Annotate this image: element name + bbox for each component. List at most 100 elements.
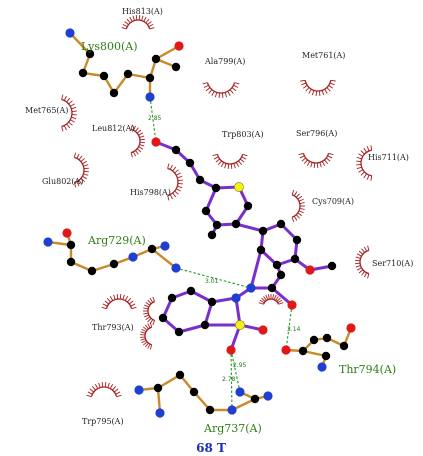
arc-spoke [272, 294, 275, 300]
arc-spoke [145, 324, 149, 330]
atom-c [123, 69, 133, 79]
arc-spoke [328, 152, 334, 156]
arc-spoke [130, 124, 133, 130]
arc-spoke [310, 162, 313, 168]
hbond-residue-label: Lys800(A) [81, 40, 138, 53]
arc-spoke [128, 300, 134, 305]
arc-spoke [135, 127, 139, 132]
arc-spoke [231, 87, 237, 92]
arc-spoke [293, 215, 298, 221]
arc-spoke [208, 89, 213, 94]
arc-spoke [215, 158, 221, 163]
atom-c [250, 394, 260, 404]
hbond-line [230, 349, 233, 411]
atom-c [231, 219, 241, 229]
atom-c [66, 240, 76, 250]
atom-c [147, 244, 157, 254]
arc-spoke [370, 175, 373, 181]
arc-spoke [141, 328, 147, 333]
arc-glu802 [73, 152, 89, 188]
atom-c [78, 68, 88, 78]
arc-spoke [356, 267, 362, 271]
arc-spoke [298, 152, 304, 156]
atom-c [171, 145, 181, 155]
arc-spoke [172, 166, 177, 172]
arc-spoke [145, 342, 149, 348]
arc-ala799 [202, 82, 240, 98]
arc-spoke [233, 84, 239, 88]
arc-spoke [177, 179, 183, 182]
arc-spoke [132, 125, 136, 131]
atom-n [246, 283, 256, 293]
arc-spoke [61, 126, 64, 132]
bond [234, 222, 265, 233]
atom-c [66, 257, 76, 267]
arc-spoke [149, 322, 153, 328]
atom-c [109, 259, 119, 269]
arc-spoke [101, 306, 107, 310]
hydrophobic-residue-label: Met765(A) [25, 106, 68, 115]
arc-spoke [326, 87, 331, 92]
arc [90, 386, 118, 397]
arc-spoke [176, 188, 181, 192]
atom-c [339, 341, 349, 351]
arc-spoke [263, 296, 267, 301]
arc-spoke [140, 338, 146, 341]
arc-spoke [138, 132, 144, 136]
atom-c [201, 206, 211, 216]
arc-spoke [327, 155, 333, 159]
arc-spoke [152, 296, 156, 302]
arc-spoke [139, 135, 145, 138]
bond [68, 31, 92, 56]
arc-spoke [227, 91, 231, 96]
arc-spoke [63, 95, 67, 101]
arc-spoke [364, 246, 368, 252]
atom-n [43, 237, 53, 247]
bond [150, 247, 178, 270]
arc-spoke [122, 294, 125, 300]
arc-spoke [140, 331, 146, 334]
arc-ligand-c [140, 322, 153, 350]
arc-spoke [76, 181, 80, 187]
arc-met761 [300, 79, 336, 96]
atom-c [256, 245, 266, 255]
arc-spoke [177, 175, 183, 179]
arc-spoke [366, 174, 370, 180]
atom-c [195, 175, 205, 185]
arc-spoke [318, 90, 321, 96]
atom-c [205, 405, 215, 415]
arc-spoke [140, 336, 146, 338]
atom-o [226, 345, 236, 355]
arc-spoke [80, 157, 86, 162]
atom-n [65, 28, 75, 38]
arc-spoke [299, 202, 305, 205]
arc-spoke [300, 79, 306, 82]
atom-c [200, 320, 210, 330]
arc-spoke [143, 326, 148, 331]
arc-spoke [149, 344, 153, 350]
arc-spoke [235, 162, 240, 167]
arc-spoke [82, 175, 87, 180]
arc-spoke [135, 15, 138, 21]
arc-spoke [139, 141, 145, 144]
arc-spoke [131, 306, 137, 310]
arc-spoke [86, 394, 92, 398]
atom-c [171, 62, 181, 72]
arc-spoke [140, 334, 146, 336]
arc-spoke [220, 162, 225, 167]
arc-spoke [141, 339, 147, 344]
arc-spoke [324, 159, 329, 165]
atom-c [99, 71, 109, 81]
arc-spoke [355, 265, 361, 268]
arc-spoke [70, 119, 75, 123]
arc-spoke [325, 157, 331, 162]
arc-spoke [355, 259, 361, 262]
bond [177, 323, 207, 334]
arc-spoke [124, 296, 129, 301]
hydrophobic-residue-label: Leu812(A) [92, 124, 135, 133]
hydrophobic-contacts [61, 15, 373, 398]
arc-spoke [147, 21, 152, 25]
arc-spoke [298, 210, 304, 214]
arc [216, 154, 244, 165]
arc-spoke [167, 163, 170, 169]
